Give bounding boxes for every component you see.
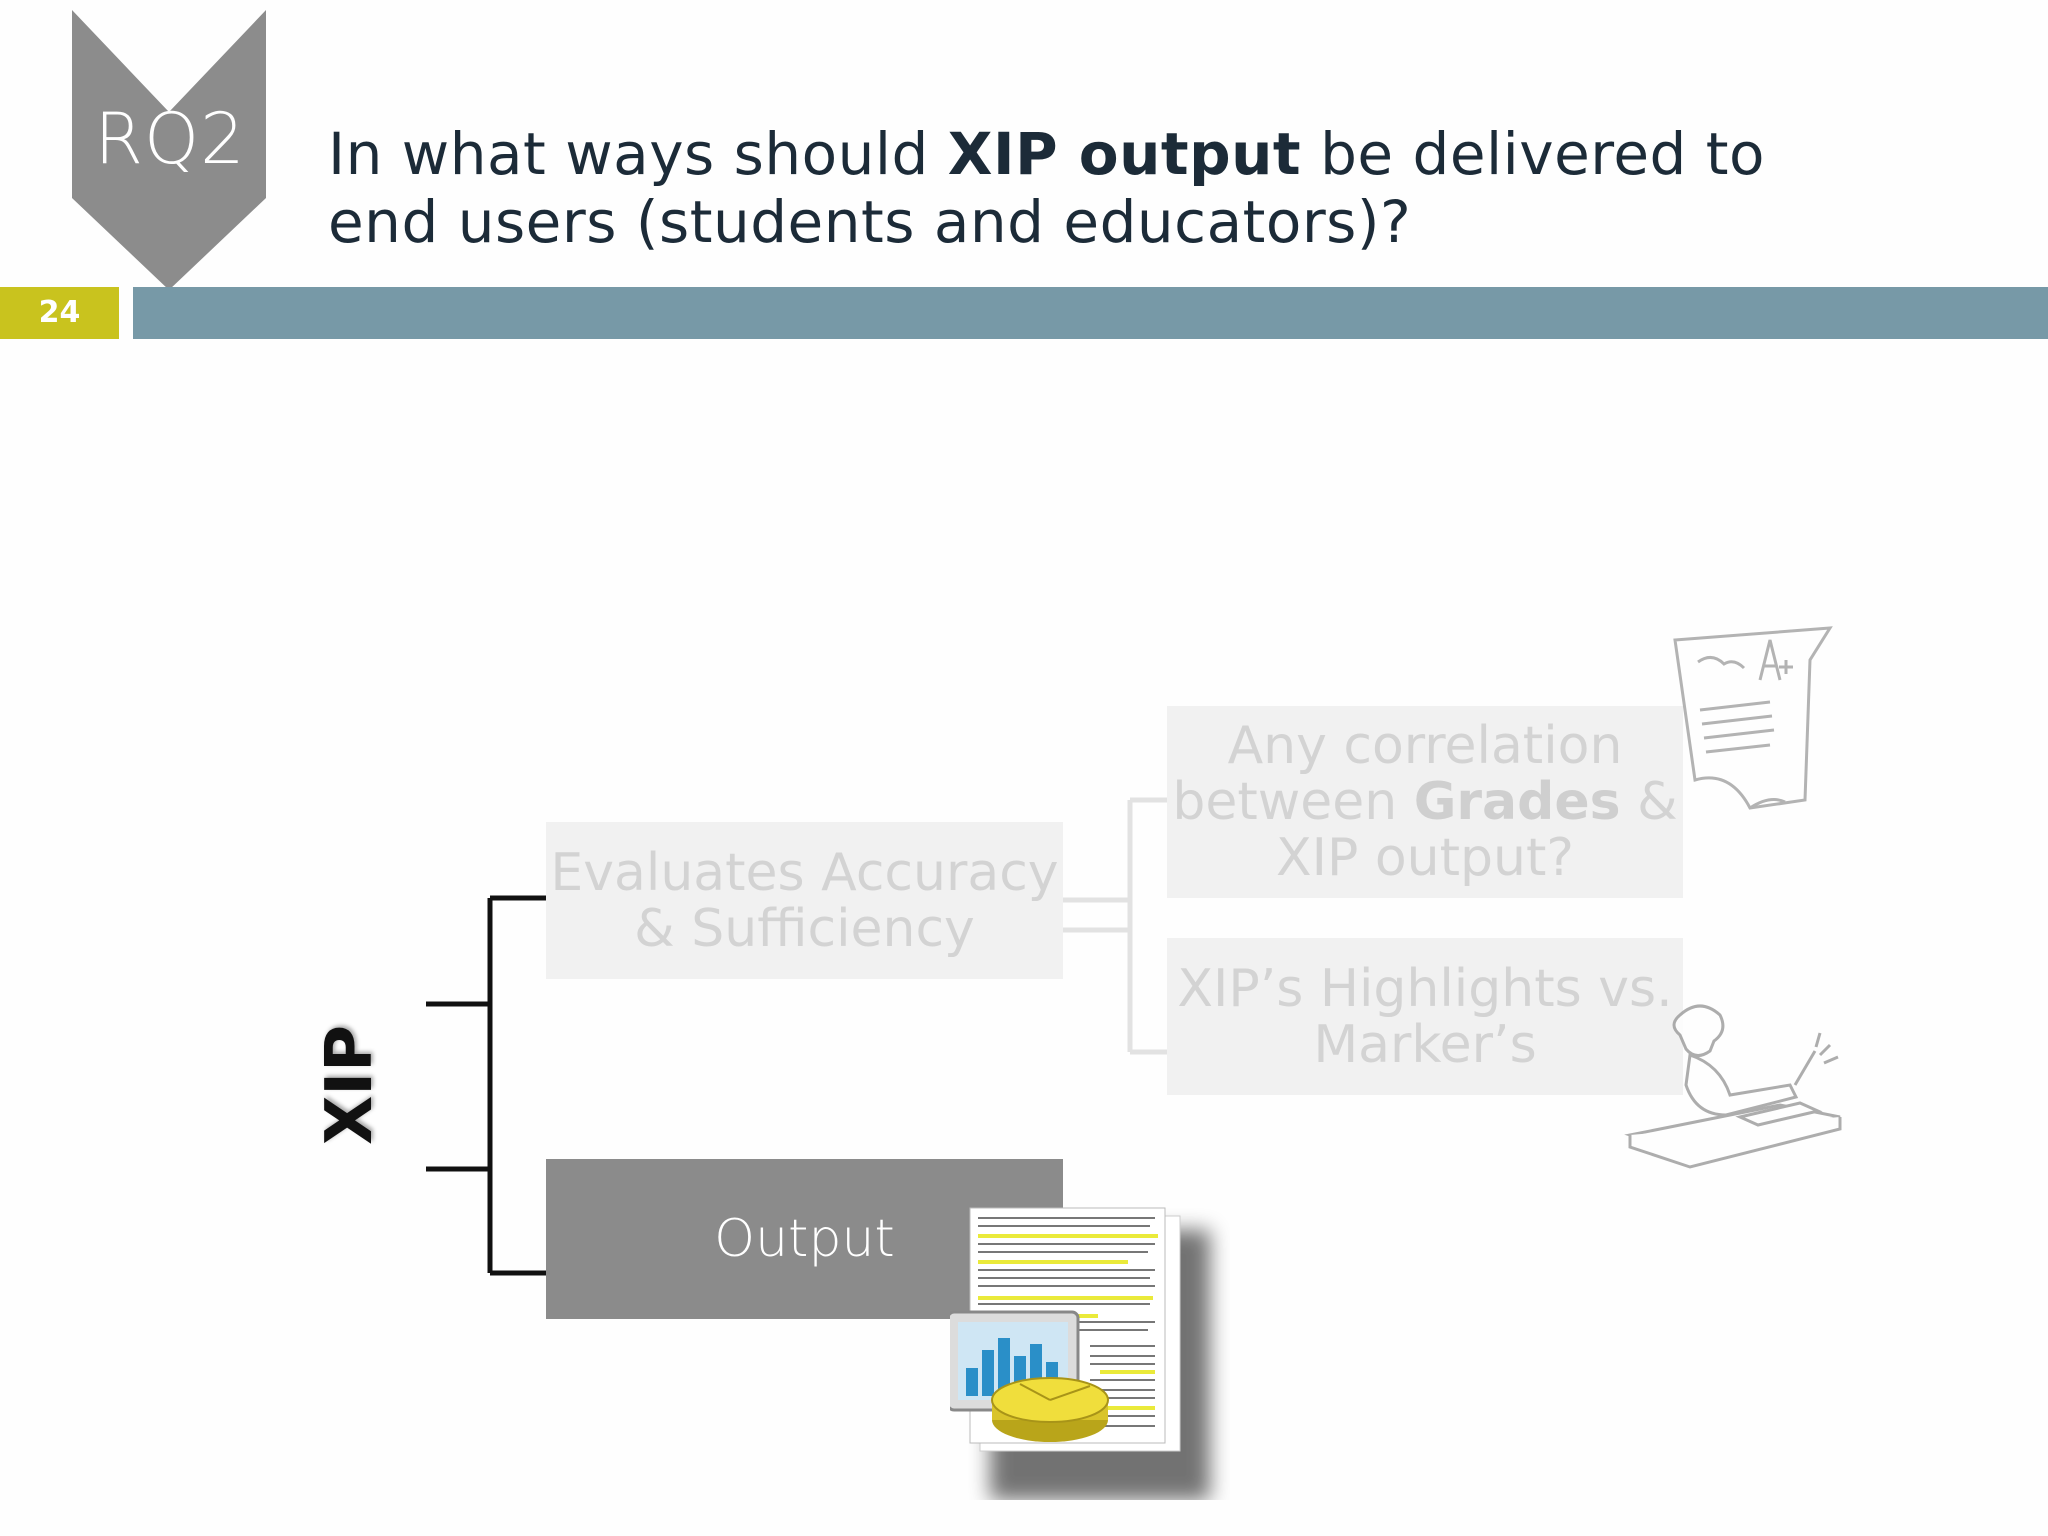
highlights-line1: XIP’s Highlights vs. [1177, 958, 1673, 1019]
slide-number: 24 [0, 287, 119, 339]
highlights-box: XIP’s Highlights vs. Marker’s [1167, 938, 1683, 1095]
correlation-grades: Grades [1413, 772, 1621, 832]
header-band [133, 287, 2048, 339]
writer-at-desk-icon [1624, 1004, 1842, 1169]
correlation-line2-start: between [1172, 772, 1414, 832]
page-title: In what ways should XIP output be delive… [328, 120, 1888, 256]
evaluates-line2: & Sufficiency [634, 898, 975, 959]
title-bold: XIP output [947, 120, 1302, 188]
highlights-line2: Marker’s [1313, 1014, 1537, 1075]
correlation-line1: Any correlation [1227, 716, 1623, 776]
correlation-box: Any correlation between Grades & XIP out… [1167, 706, 1683, 898]
document-chart-icon [950, 1207, 1210, 1500]
evaluates-line1: Evaluates Accuracy [550, 842, 1059, 903]
title-text-end: be delivered to end users (students and … [328, 120, 1766, 256]
correlation-line2: between Grades & [1172, 774, 1677, 830]
correlation-line2-end: & [1620, 772, 1678, 832]
graded-paper-icon [1673, 626, 1833, 810]
evaluates-box: Evaluates Accuracy & Sufficiency [546, 822, 1063, 979]
xip-root-label: XIP [313, 1024, 387, 1146]
title-text-start: In what ways should [328, 120, 948, 188]
rq-badge-label: RQ2 [94, 98, 246, 180]
correlation-line3: XIP output? [1276, 828, 1574, 888]
rq-badge-chevron [72, 10, 266, 290]
